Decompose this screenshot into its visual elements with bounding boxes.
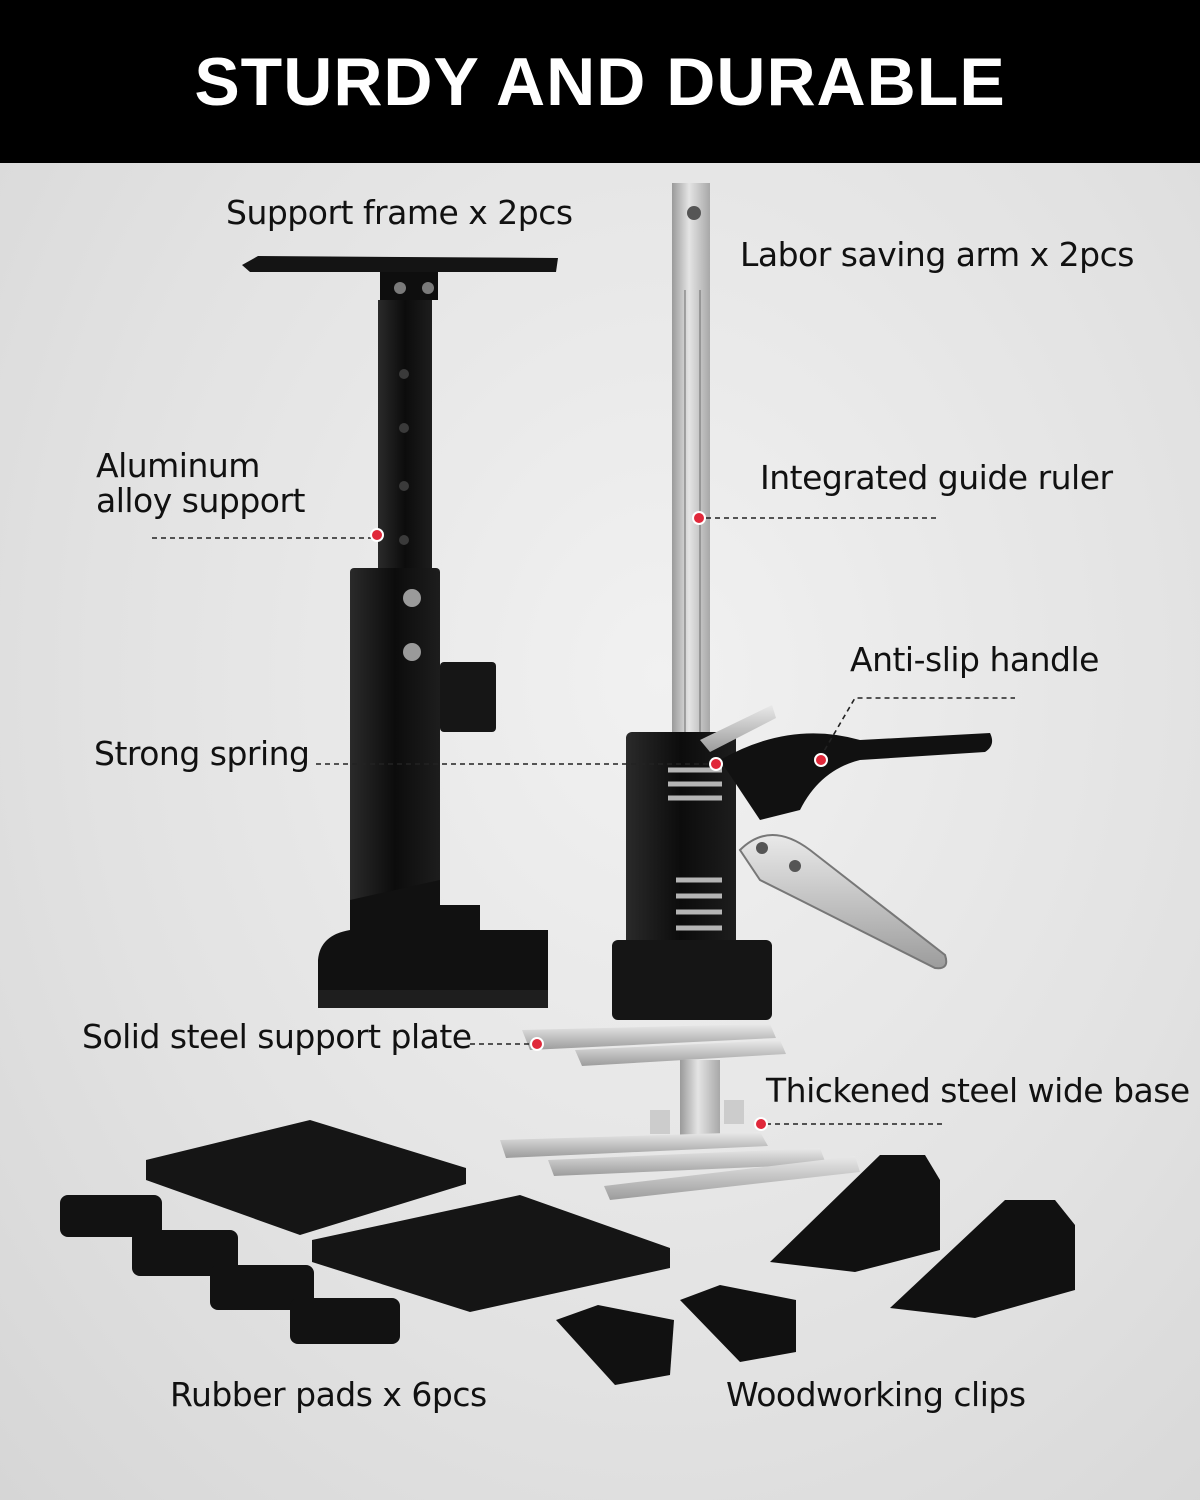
page-title: STURDY AND DURABLE	[194, 43, 1006, 120]
solid-steel-plate-label: Solid steel support plate	[82, 1017, 472, 1056]
aluminum-support-label-line1: Aluminum	[96, 446, 260, 485]
header-banner: STURDY AND DURABLE	[0, 0, 1200, 163]
guide-ruler-dot	[692, 511, 706, 525]
support-frame-label: Support frame x 2pcs	[226, 193, 573, 232]
callout-lines	[152, 517, 1015, 1125]
handle-dot	[814, 753, 828, 767]
thickened-base-label: Thickened steel wide base	[766, 1071, 1190, 1110]
support-frame	[242, 256, 558, 1008]
aluminum-support-label-line2: alloy support	[96, 481, 305, 520]
rubber-pads-label: Rubber pads x 6pcs	[170, 1375, 487, 1414]
strong-spring-label: Strong spring	[94, 734, 310, 773]
guide-ruler-label: Integrated guide ruler	[760, 458, 1113, 497]
rubber-pads	[60, 1120, 670, 1344]
product-illustration	[60, 183, 1075, 1385]
labor-saving-arm	[500, 183, 993, 1200]
aluminum-support-dot	[370, 528, 384, 542]
spring-dot	[709, 757, 723, 771]
base-dot	[754, 1117, 768, 1131]
labor-saving-arm-label: Labor saving arm x 2pcs	[740, 235, 1134, 274]
woodworking-clips	[556, 1155, 1075, 1385]
anti-slip-handle-label: Anti-slip handle	[850, 640, 1099, 679]
woodworking-clips-label: Woodworking clips	[726, 1375, 1026, 1414]
plate-dot	[530, 1037, 544, 1051]
